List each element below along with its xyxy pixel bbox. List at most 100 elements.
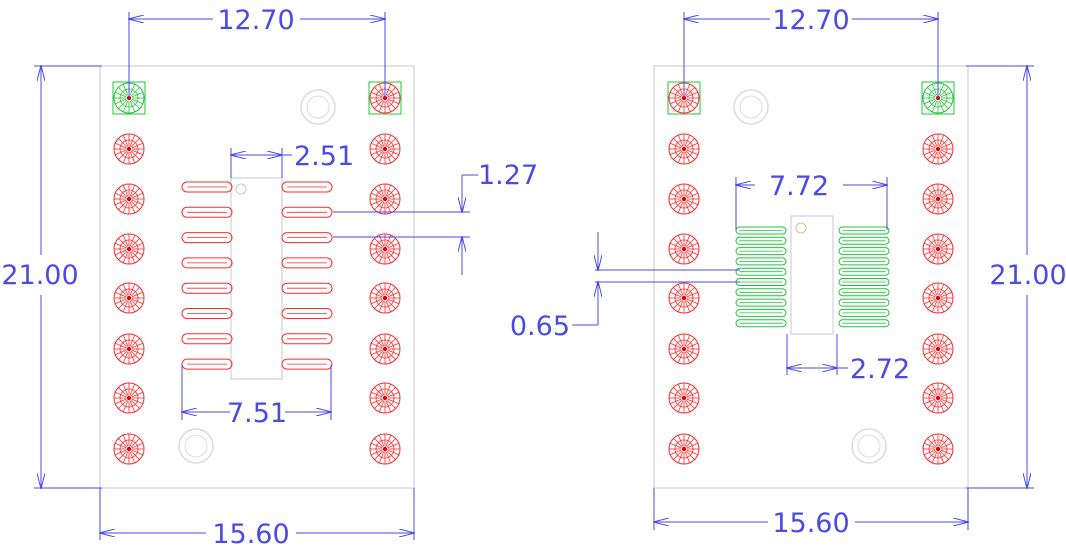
left-body-width-label: 2.51 <box>294 141 354 172</box>
right-board: 12.70 21.00 15.60 7.72 0.65 2.72 <box>510 5 1066 539</box>
smd-pad <box>181 206 233 218</box>
smd-pad <box>735 267 787 276</box>
right-board-outline <box>653 65 969 489</box>
header-pad <box>113 282 145 314</box>
smd-pad <box>281 232 333 244</box>
header-pad <box>668 183 700 215</box>
left-dim-top-width <box>129 12 385 98</box>
smd-pad <box>181 232 233 244</box>
header-pad <box>113 433 145 465</box>
header-pad <box>922 333 954 365</box>
smd-pad <box>281 181 333 193</box>
header-pad <box>922 183 954 215</box>
smd-pad <box>281 257 333 269</box>
header-pad <box>668 133 700 165</box>
header-pad <box>369 382 401 414</box>
right-top-width-label: 12.70 <box>772 5 849 36</box>
smd-pad <box>281 333 333 345</box>
smd-pad <box>735 308 787 317</box>
left-board-outline <box>99 65 415 489</box>
right-ic-body <box>790 215 834 335</box>
smd-pad <box>181 333 233 345</box>
smd-pad <box>838 257 890 266</box>
right-dim-pitch <box>572 232 740 326</box>
smd-pad <box>838 226 890 235</box>
left-header-pads <box>112 81 402 465</box>
smd-pad <box>281 282 333 294</box>
header-pad <box>369 183 401 215</box>
smd-pad <box>735 288 787 297</box>
smd-pad <box>838 267 890 276</box>
header-pad <box>369 233 401 265</box>
header-pad <box>922 382 954 414</box>
header-pad <box>668 433 700 465</box>
smd-pad <box>181 181 233 193</box>
header-pad <box>922 433 954 465</box>
left-bottom-width-label: 15.60 <box>212 519 289 547</box>
left-dim-pitch <box>333 174 478 275</box>
left-pin1-marker <box>235 183 247 195</box>
smd-pad <box>281 206 333 218</box>
smd-pad <box>735 298 787 307</box>
smd-pad <box>181 308 233 319</box>
right-dim-row-span <box>736 177 887 230</box>
left-row-span-label: 7.51 <box>227 398 287 429</box>
right-mount-hole-bottom <box>851 428 887 464</box>
header-pad <box>113 382 145 414</box>
smd-pad <box>735 257 787 266</box>
left-top-width-label: 12.70 <box>217 5 294 36</box>
smd-pad <box>181 282 233 294</box>
smd-pad <box>838 298 890 307</box>
header-pad <box>369 133 401 165</box>
right-pin1-marker <box>795 222 807 234</box>
header-pad <box>922 233 954 265</box>
smd-pad <box>838 236 890 245</box>
right-smd-pads <box>735 226 890 328</box>
right-pitch-label: 0.65 <box>510 311 570 342</box>
smd-pad <box>281 308 333 319</box>
smd-pad <box>735 226 787 235</box>
right-dim-height <box>966 66 1034 488</box>
left-mount-hole-top <box>300 89 336 125</box>
left-pitch-label: 1.27 <box>478 160 538 191</box>
right-body-width-label: 2.72 <box>850 354 910 385</box>
right-dim-bottom-width <box>654 488 968 530</box>
left-ic-body <box>230 177 283 380</box>
right-height-label: 21.00 <box>989 260 1066 291</box>
left-dim-bottom-width <box>100 488 414 540</box>
smd-pad <box>735 236 787 245</box>
header-pad <box>369 433 401 465</box>
smd-pad <box>838 247 890 256</box>
smd-pad <box>838 319 890 328</box>
right-mount-hole-top <box>733 89 769 125</box>
header-pad <box>668 282 700 314</box>
left-dim-body-width <box>231 148 292 178</box>
header-pad <box>369 333 401 365</box>
left-height-label: 21.00 <box>1 260 78 291</box>
smd-pad <box>281 358 333 370</box>
header-pad <box>668 233 700 265</box>
smd-pad <box>735 247 787 256</box>
header-pad <box>922 133 954 165</box>
right-bottom-width-label: 15.60 <box>772 508 849 539</box>
left-board: 12.70 21.00 15.60 2.51 1.27 7.51 <box>1 5 538 547</box>
smd-pad <box>838 278 890 286</box>
header-pad <box>368 81 402 115</box>
smd-pad <box>838 288 890 297</box>
left-mount-hole-bottom <box>178 428 214 464</box>
right-header-pads <box>667 81 955 465</box>
header-pad <box>113 333 145 365</box>
right-dim-top-width <box>684 12 938 98</box>
smd-pad <box>181 358 233 370</box>
right-dim-body-width <box>787 334 848 375</box>
smd-pad <box>181 257 233 269</box>
smd-pad <box>735 319 787 328</box>
header-pad <box>369 282 401 314</box>
header-pad <box>113 133 145 165</box>
smd-pad <box>838 308 890 317</box>
header-pad <box>922 282 954 314</box>
smd-pad <box>735 278 787 286</box>
header-pad <box>113 233 145 265</box>
header-pad <box>668 333 700 365</box>
